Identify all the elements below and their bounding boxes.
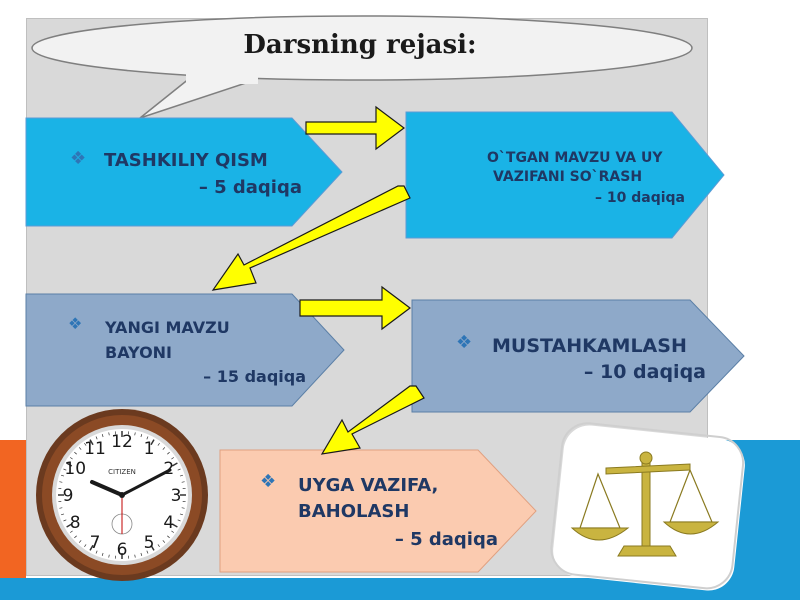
clock-tick bbox=[84, 544, 87, 548]
balance-scale-icon bbox=[550, 422, 745, 591]
clock-tick bbox=[181, 481, 185, 483]
step-1-label: TASHKILIY QISM bbox=[104, 150, 268, 171]
blue-bottom-bar bbox=[0, 578, 800, 600]
clock-tick bbox=[63, 468, 67, 471]
step-1-bullet-icon: ❖ bbox=[70, 148, 86, 169]
step-1-shape bbox=[25, 117, 343, 227]
clock-tick bbox=[63, 519, 67, 522]
clock-tick bbox=[95, 550, 98, 554]
orange-accent-bar bbox=[0, 440, 26, 600]
clock-tick bbox=[66, 523, 73, 528]
clock-numeral: 6 bbox=[117, 540, 128, 560]
clock-tick bbox=[177, 468, 181, 471]
clock-numeral: 5 bbox=[144, 533, 155, 553]
clock-numeral: 7 bbox=[90, 533, 101, 553]
clock-tick bbox=[66, 462, 73, 467]
step-3-duration: – 15 daqiqa bbox=[203, 367, 306, 386]
clock-tick bbox=[101, 552, 104, 557]
clock-tick bbox=[150, 544, 155, 551]
step-4-text: ❖ MUSTAHKAMLASH – 10 daqiqa bbox=[456, 332, 706, 383]
clock-tick bbox=[134, 432, 136, 436]
clock-tick bbox=[140, 433, 143, 438]
clock-tick bbox=[84, 442, 87, 446]
step-5-label-line2: BAHOLASH bbox=[298, 501, 409, 522]
clock-tick bbox=[157, 544, 160, 548]
clock-brand-label: CITIZEN bbox=[108, 468, 136, 476]
step-3-label-line2: BAYONI bbox=[105, 343, 172, 362]
clock-ticks bbox=[58, 431, 186, 559]
step-5-shape bbox=[219, 449, 537, 573]
step-3-bullet-icon: ❖ bbox=[68, 314, 82, 333]
arrow-step4-to-step5 bbox=[320, 385, 425, 455]
clock-tick bbox=[69, 457, 73, 460]
clock-tick bbox=[74, 451, 77, 455]
clock-tick bbox=[177, 519, 181, 522]
clock-tick bbox=[78, 447, 82, 450]
clock-tick bbox=[150, 439, 155, 446]
clock-tick bbox=[179, 474, 184, 477]
clock-tick bbox=[167, 451, 170, 455]
clock-tick bbox=[181, 507, 185, 509]
clock-tick bbox=[171, 462, 178, 467]
clock-tick bbox=[60, 513, 65, 516]
clock-tick bbox=[162, 447, 166, 450]
step-1-duration: – 5 daqiqa bbox=[199, 177, 302, 198]
step-4-label: MUSTAHKAMLASH bbox=[492, 335, 687, 357]
step-5-text: ❖ UYGA VAZIFA, BAHOLASH – 5 daqiqa bbox=[260, 471, 498, 550]
clock-tick bbox=[89, 439, 94, 446]
step-1-text: ❖ TASHKILIY QISM – 5 daqiqa bbox=[70, 148, 302, 198]
clock-numeral: 12 bbox=[111, 432, 133, 452]
arrow-step2-to-step3 bbox=[211, 185, 411, 291]
clock-tick bbox=[157, 442, 160, 446]
clock-numeral: 3 bbox=[171, 486, 182, 506]
clock-icon: 121234567891011 CITIZEN bbox=[36, 409, 208, 581]
step-3-label-line1: YANGI MAVZU bbox=[104, 318, 230, 337]
arrow-step3-to-step4 bbox=[299, 285, 411, 331]
clock-numeral: 11 bbox=[84, 439, 106, 459]
clock-tick bbox=[59, 481, 63, 483]
clock-tick bbox=[60, 474, 65, 477]
clock-tick bbox=[101, 433, 104, 438]
clock-tick bbox=[171, 530, 175, 533]
clock-tick bbox=[140, 552, 143, 557]
clock-tick bbox=[95, 436, 98, 440]
clock-tick bbox=[162, 540, 166, 543]
clock-tick bbox=[108, 554, 110, 558]
step-5-duration: – 5 daqiqa bbox=[395, 529, 498, 550]
clock-tick bbox=[171, 523, 178, 528]
step-4-bullet-icon: ❖ bbox=[456, 332, 472, 353]
step-2-label-line1: O`TGAN MAVZU VA UY bbox=[487, 150, 663, 166]
step-5-bullet-icon: ❖ bbox=[260, 471, 276, 492]
slide-title: Darsning rejasi: bbox=[243, 30, 477, 60]
step-3-shape bbox=[25, 293, 345, 407]
clock-tick bbox=[69, 530, 73, 533]
clock-numeral: 1 bbox=[144, 439, 155, 459]
step-2-label-line2: VAZIFANI SO`RASH bbox=[493, 169, 642, 185]
title-speech-bubble bbox=[31, 15, 693, 119]
clock-numeral: 8 bbox=[70, 513, 81, 533]
step-3-text: ❖ YANGI MAVZU BAYONI – 15 daqiqa bbox=[68, 314, 306, 386]
clock-tick bbox=[146, 436, 149, 440]
clock-tick bbox=[74, 535, 77, 539]
clock-tick bbox=[167, 535, 170, 539]
clock-tick bbox=[89, 544, 94, 551]
clock-tick bbox=[78, 540, 82, 543]
clock-numeral: 9 bbox=[63, 486, 74, 506]
clock-numeral: 10 bbox=[64, 459, 86, 479]
step-2-shape bbox=[405, 111, 725, 239]
clock-tick bbox=[108, 432, 110, 436]
clock-tick bbox=[179, 513, 184, 516]
step-5-label-line1: UYGA VAZIFA, bbox=[298, 475, 438, 496]
clock-tick bbox=[134, 554, 136, 558]
arrow-step1-to-step2 bbox=[305, 105, 405, 151]
clock-numeral: 4 bbox=[163, 513, 174, 533]
step-4-duration: – 10 daqiqa bbox=[584, 361, 706, 383]
clock-tick bbox=[59, 507, 63, 509]
clock-tick bbox=[146, 550, 149, 554]
step-2-text: O`TGAN MAVZU VA UY VAZIFANI SO`RASH – 10… bbox=[487, 150, 685, 206]
step-2-duration: – 10 daqiqa bbox=[595, 190, 685, 206]
clock-tick bbox=[171, 457, 175, 460]
